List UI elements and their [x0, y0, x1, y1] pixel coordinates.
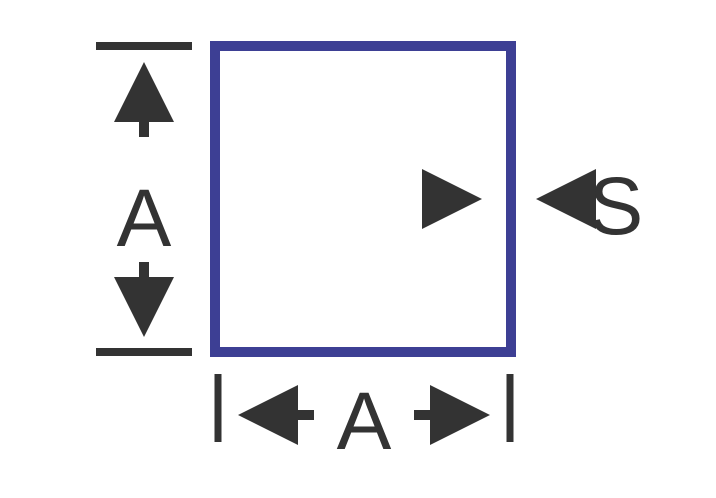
height-dimension: A: [96, 42, 192, 356]
width-dimension: A: [214, 374, 514, 467]
square-outline: [210, 41, 516, 357]
width-label: A: [337, 376, 392, 467]
height-label: A: [117, 173, 172, 264]
thickness-label: S: [589, 161, 644, 252]
thickness-dimension: S: [422, 161, 644, 252]
